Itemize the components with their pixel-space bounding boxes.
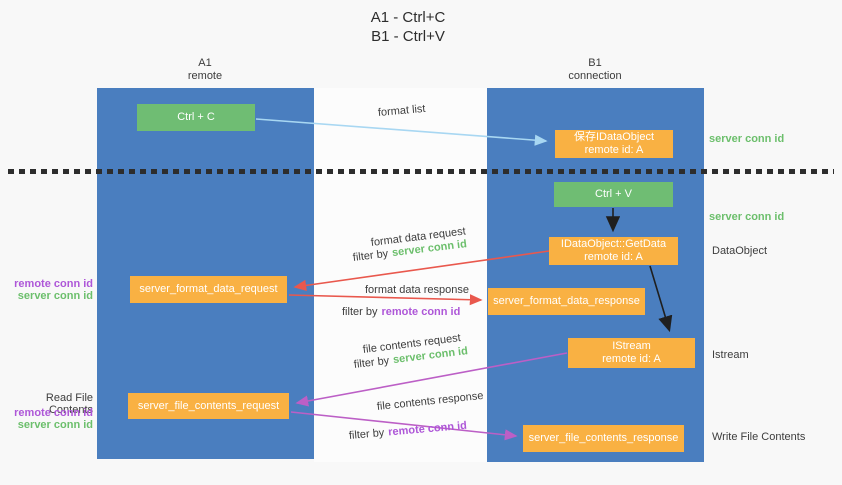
node-server-file-contents-response-label: server_file_contents_response xyxy=(528,432,679,444)
lane-a1-subtitle: remote xyxy=(187,70,223,82)
node-idataobject-getdata-line1: IDataObject::GetData xyxy=(560,238,667,250)
lane-b1-name: B1 xyxy=(588,57,602,69)
node-server-format-data-request: server_format_data_request xyxy=(130,276,287,303)
node-server-file-contents-response: server_file_contents_response xyxy=(523,425,684,452)
right-dataobject-label: DataObject xyxy=(712,245,768,257)
dotted-separator xyxy=(8,169,834,174)
node-ctrl-c-label: Ctrl + C xyxy=(177,111,215,123)
left-server-conn-id-1: server conn id xyxy=(17,290,93,302)
node-ctrl-c: Ctrl + C xyxy=(137,104,255,131)
left-conn-id-pair-2: remote conn id server conn id xyxy=(0,407,93,431)
title-line-2: B1 - Ctrl+V xyxy=(371,28,445,45)
left-remote-conn-id-2: remote conn id xyxy=(14,407,93,419)
node-idataobject-getdata-line2: remote id: A xyxy=(584,251,643,263)
node-server-format-data-response-label: server_format_data_response xyxy=(493,295,640,307)
right-write-file-contents: Write File Contents xyxy=(712,431,806,443)
node-istream-line2: remote id: A xyxy=(602,353,661,365)
node-ctrl-v-label: Ctrl + V xyxy=(595,188,632,200)
right-istream-label: Istream xyxy=(712,349,749,361)
lane-header-a1: A1 remote xyxy=(145,57,265,83)
filter-by-text: filter by xyxy=(348,426,385,442)
node-server-format-data-request-label: server_format_data_request xyxy=(139,283,278,295)
node-save-idataobject-line1: 保存IDataObject xyxy=(573,131,655,143)
lane-a1-name: A1 xyxy=(198,57,212,69)
node-istream: IStream remote id: A xyxy=(568,338,695,368)
diagram-title: A1 - Ctrl+C B1 - Ctrl+V xyxy=(318,8,498,46)
left-conn-id-pair-1: remote conn id server conn id xyxy=(0,278,93,302)
node-server-file-contents-request: server_file_contents_request xyxy=(128,393,289,419)
filter-by-text: filter by xyxy=(342,306,378,318)
node-istream-line1: IStream xyxy=(612,340,651,352)
edge-label-format-data-response: format data response xyxy=(365,284,469,296)
title-line-1: A1 - Ctrl+C xyxy=(370,9,446,26)
node-save-idataobject: 保存IDataObject remote id: A xyxy=(555,130,673,158)
left-remote-conn-id-1: remote conn id xyxy=(14,278,93,290)
node-server-format-data-response: server_format_data_response xyxy=(488,288,645,315)
remote-conn-id-text: remote conn id xyxy=(381,306,461,318)
right-server-conn-id-2: server conn id xyxy=(709,211,785,223)
node-server-file-contents-request-label: server_file_contents_request xyxy=(137,399,280,412)
lane-header-b1: B1 connection xyxy=(535,57,655,83)
node-idataobject-getdata: IDataObject::GetData remote id: A xyxy=(549,237,678,265)
left-read-file-contents: Read File Contents xyxy=(45,392,93,416)
node-ctrl-v: Ctrl + V xyxy=(554,182,673,207)
lane-b1-subtitle: connection xyxy=(568,70,622,82)
left-server-conn-id-2: server conn id xyxy=(17,419,93,431)
node-save-idataobject-line2: remote id: A xyxy=(584,144,644,156)
right-server-conn-id-1: server conn id xyxy=(709,133,785,145)
